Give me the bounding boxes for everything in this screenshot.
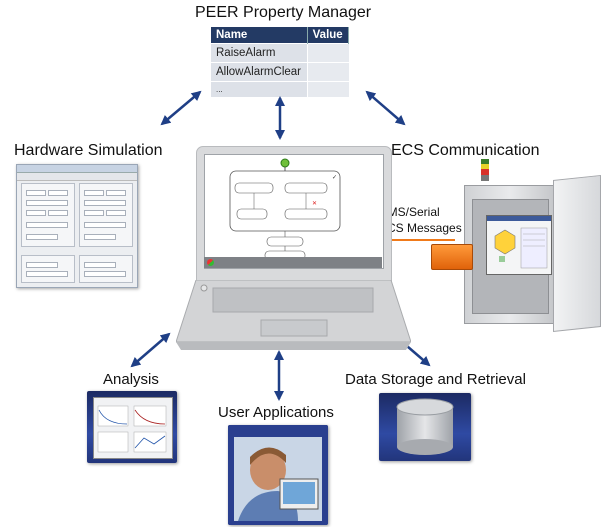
double-headed-arrow <box>130 332 171 368</box>
table-cell-value <box>306 62 349 82</box>
laptop-screen: ✕ ✓ <box>204 154 384 269</box>
table-cell-name: RaiseAlarm <box>211 43 308 63</box>
table-cell-name: AllowAlarmClear <box>211 62 308 82</box>
analysis-label: Analysis <box>103 371 159 388</box>
cabinet-door <box>553 174 601 332</box>
analysis-icon <box>87 391 177 463</box>
table-row: ... <box>211 81 349 97</box>
window-tabs <box>17 173 137 181</box>
table-row: RaiseAlarm <box>211 43 349 63</box>
laptop-keyboard-base <box>176 280 411 350</box>
data-storage-label: Data Storage and Retrieval <box>345 371 526 388</box>
table-cell-value <box>306 43 349 63</box>
equipment-screen <box>486 215 552 275</box>
user-applications-label: User Applications <box>218 404 334 421</box>
data-storage-icon <box>379 393 471 461</box>
double-headed-arrow <box>365 90 406 126</box>
peer-property-manager-label: PEER Property Manager <box>195 4 372 21</box>
load-port-box <box>431 244 473 270</box>
table-cell-name: ... <box>211 81 308 97</box>
property-table-header-value: Value <box>307 27 350 44</box>
start-button-icon <box>207 259 214 266</box>
hardware-simulation-window <box>16 164 138 288</box>
load-port-panel <box>79 183 133 247</box>
property-table-header-name: Name <box>211 27 308 44</box>
ecs-communication-label: ECS Communication <box>391 142 540 159</box>
hardware-simulation-label: Hardware Simulation <box>14 142 163 159</box>
secs-line2-label: SECS Messages <box>371 221 462 235</box>
table-cell-value <box>306 81 349 97</box>
property-table: Name Value RaiseAlarm AllowAlarmClear ..… <box>211 27 350 97</box>
svg-text:✓: ✓ <box>332 175 337 181</box>
double-headed-arrow <box>160 90 202 126</box>
user-applications-icon <box>228 425 328 525</box>
table-row: AllowAlarmClear <box>211 62 349 82</box>
tag-reader-panel <box>21 255 75 283</box>
window-title-bar <box>17 165 137 173</box>
tag-reader-panel <box>79 255 133 283</box>
laptop-taskbar <box>204 257 382 268</box>
analysis-chart-window <box>93 397 173 459</box>
load-port-panel <box>21 183 75 247</box>
state-machine-diagram: ✕ ✓ <box>229 158 341 261</box>
signal-tower-icon <box>481 159 489 181</box>
svg-text:✕: ✕ <box>312 201 317 207</box>
database-cylinder-icon <box>396 398 454 455</box>
